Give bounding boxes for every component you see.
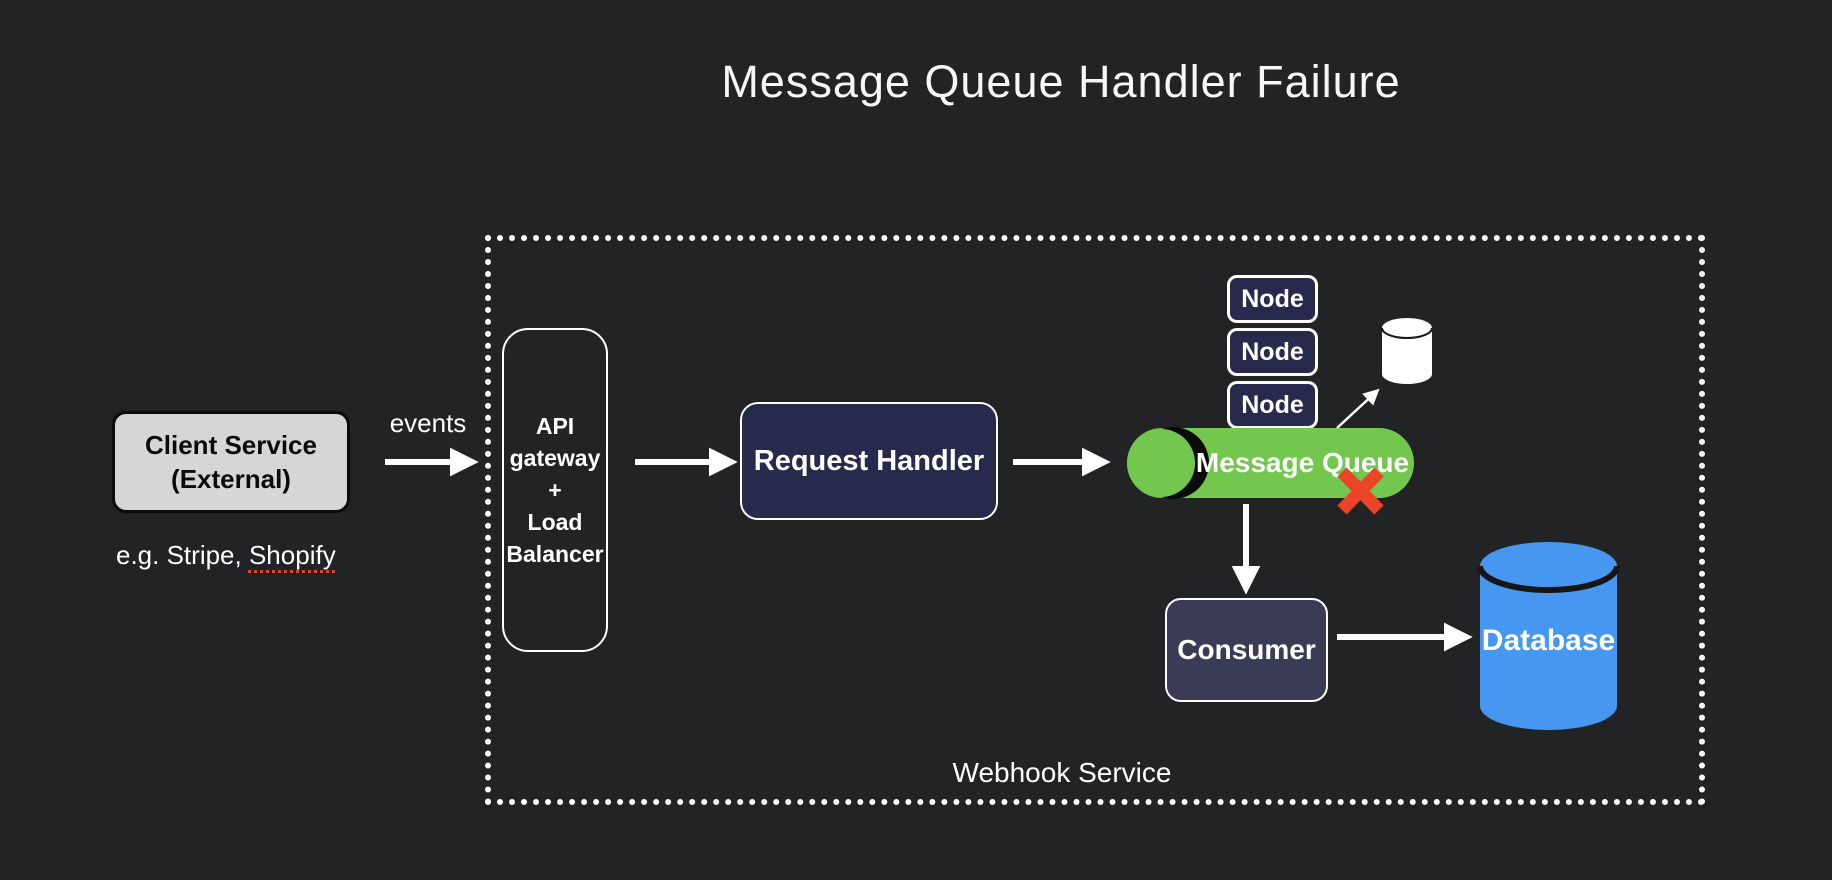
client-service-label-line2: (External): [171, 464, 291, 494]
queue-node-1: Node: [1227, 275, 1318, 323]
message-queue-label: Message Queue: [1195, 447, 1410, 478]
queue-node-2: Node: [1227, 328, 1318, 376]
database-label: Database: [1481, 624, 1616, 657]
events-edge-label: events: [389, 408, 467, 438]
message-queue-node: Message Queue: [1127, 427, 1414, 499]
api-gateway-label-line: +: [548, 476, 562, 503]
webhook-service-label: Webhook Service: [952, 757, 1172, 788]
client-service-label-line1: Client Service: [145, 429, 317, 460]
request-handler-label: Request Handler: [753, 444, 985, 477]
queue-node-label: Node: [1241, 337, 1304, 366]
mini-database-icon: [1381, 318, 1433, 384]
queue-cylinder-cap: [1127, 429, 1195, 497]
api-gateway-node: API gateway + Load Balancer: [502, 328, 608, 652]
api-gateway-label-line: gateway: [509, 444, 601, 471]
queue-node-3: Node: [1227, 381, 1318, 429]
client-service-node: Client Service (External): [112, 411, 350, 513]
consumer-label: Consumer: [1177, 634, 1316, 665]
request-handler-node: Request Handler: [740, 402, 998, 520]
api-gateway-label-line: Balancer: [506, 541, 604, 568]
webhook-service-container: [485, 235, 1705, 805]
api-gateway-label-line: API: [535, 412, 575, 439]
queue-node-label: Node: [1241, 284, 1304, 313]
consumer-node: Consumer: [1165, 598, 1328, 702]
caption-text: e.g. Stripe,: [116, 540, 242, 570]
database-cylinder-icon: [1477, 542, 1620, 730]
client-service-caption: e.g. Stripe, Shopify: [116, 540, 436, 571]
api-gateway-label-line: Load: [527, 509, 583, 536]
caption-misspelled-word: Shopify: [248, 540, 336, 570]
database-node: Database: [1477, 542, 1620, 730]
queue-node-label: Node: [1241, 390, 1304, 419]
diagram-title: Message Queue Handler Failure: [721, 56, 1401, 107]
